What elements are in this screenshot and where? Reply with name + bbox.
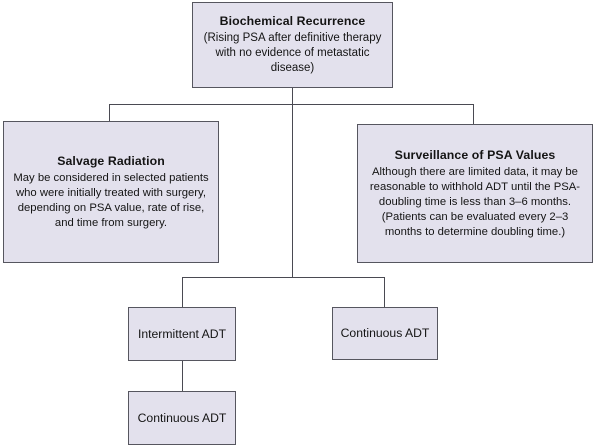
- node-salvage-radiation-title: Salvage Radiation: [57, 154, 165, 169]
- node-biochemical-recurrence: Biochemical Recurrence (Rising PSA after…: [192, 2, 393, 88]
- node-surveillance-psa: Surveillance of PSA Values Although ther…: [357, 124, 593, 263]
- node-surveillance-psa-body: Although there are limited data, it may …: [369, 165, 581, 238]
- node-intermittent-adt-label: Intermittent ADT: [137, 326, 227, 341]
- node-continuous-adt-bottom-label: Continuous ADT: [137, 410, 227, 425]
- node-surveillance-psa-title: Surveillance of PSA Values: [394, 148, 556, 163]
- node-continuous-adt-right-label: Continuous ADT: [340, 326, 430, 341]
- node-biochemical-recurrence-title: Biochemical Recurrence: [219, 14, 366, 29]
- node-intermittent-adt: Intermittent ADT: [128, 307, 236, 361]
- node-continuous-adt-bottom: Continuous ADT: [128, 391, 236, 445]
- node-salvage-radiation-body: May be considered in selected patients w…: [13, 171, 209, 229]
- node-biochemical-recurrence-body: (Rising PSA after definitive therapy wit…: [203, 31, 382, 75]
- node-salvage-radiation: Salvage Radiation May be considered in s…: [3, 121, 219, 263]
- node-continuous-adt-right: Continuous ADT: [332, 307, 438, 360]
